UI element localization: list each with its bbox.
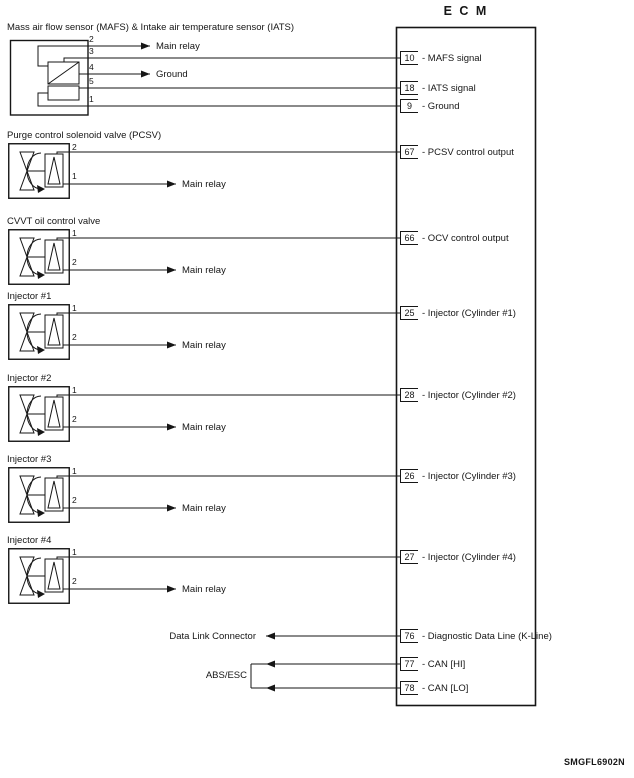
comm-wires	[251, 635, 402, 689]
cvvt-bottom-pin: 2	[72, 257, 77, 267]
mafs-stub-wires	[88, 45, 150, 75]
pin-desc: - Injector (Cylinder #1)	[422, 307, 516, 319]
pin-number: 10	[400, 51, 418, 65]
pin-number: 28	[400, 388, 418, 402]
pcsv-bottom-pin: 1	[72, 171, 77, 181]
device-label-pcsv: Purge control solenoid valve (PCSV)	[7, 130, 162, 141]
mafs-main-relay-label: Main relay	[156, 41, 200, 52]
main-relay-wires	[70, 183, 176, 590]
injector2-main-relay-label: Main relay	[182, 422, 226, 433]
cvvt-symbol	[8, 229, 71, 285]
pin-number: 9	[400, 99, 418, 113]
ecm-pin-76: 76 - Diagnostic Data Line (K-Line)	[400, 629, 552, 643]
mafs-pin-4: 4	[89, 62, 94, 72]
injector2-bottom-pin: 2	[72, 414, 77, 424]
ecm-pin-66: 66 - OCV control output	[400, 231, 509, 245]
pin-number: 26	[400, 469, 418, 483]
cvvt-top-pin: 1	[72, 228, 77, 238]
arrowheads-left	[266, 632, 275, 692]
ecm-pin-9: 9 - Ground	[400, 99, 460, 113]
ecm-pin-10: 10 - MAFS signal	[400, 51, 482, 65]
data-link-connector-label: Data Link Connector	[169, 631, 256, 642]
mafs-pin-2: 2	[89, 34, 94, 44]
ecm-title: E C M	[443, 4, 489, 18]
ecm-pin-78: 78 - CAN [LO]	[400, 681, 468, 695]
device-label-cvvt: CVVT oil control valve	[7, 216, 101, 227]
pin-desc: - OCV control output	[422, 232, 509, 244]
pin-number: 67	[400, 145, 418, 159]
pin-desc: - Ground	[422, 100, 460, 112]
injector1-bottom-pin: 2	[72, 332, 77, 342]
injector1-symbol	[8, 304, 71, 360]
pin-desc: - PCSV control output	[422, 146, 514, 158]
arrowheads-right	[141, 42, 176, 593]
device-label-injector2: Injector #2	[7, 373, 52, 384]
cvvt-main-relay-label: Main relay	[182, 265, 226, 276]
injector4-main-relay-label: Main relay	[182, 584, 226, 595]
injector3-top-pin: 1	[72, 466, 77, 476]
injector3-bottom-pin: 2	[72, 495, 77, 505]
mafs-symbol	[9, 39, 89, 116]
mafs-ground-label: Ground	[156, 69, 188, 80]
pin-desc: - CAN [LO]	[422, 682, 469, 694]
mafs-pin-3: 3	[89, 46, 94, 56]
injector3-main-relay-label: Main relay	[182, 503, 226, 514]
pin-number: 25	[400, 306, 418, 320]
wires-to-ecm	[70, 57, 402, 558]
figure-code: SMGFL6902N	[563, 757, 625, 767]
device-label-injector4: Injector #4	[7, 535, 52, 546]
ecm-pin-18: 18 - IATS signal	[400, 81, 476, 95]
ecm-pin-25: 25 - Injector (Cylinder #1)	[400, 306, 516, 320]
injector3-symbol	[8, 467, 71, 523]
sensor-diagonal	[47, 61, 80, 85]
pcsv-main-relay-label: Main relay	[182, 179, 226, 190]
ecm-pin-67: 67 - PCSV control output	[400, 145, 514, 159]
device-label-injector3: Injector #3	[7, 454, 52, 465]
pin-desc: - CAN [HI]	[422, 658, 466, 670]
injector4-bottom-pin: 2	[72, 576, 77, 586]
pin-number: 27	[400, 550, 418, 564]
pin-desc: - Injector (Cylinder #2)	[422, 389, 516, 401]
pin-desc: - Diagnostic Data Line (K-Line)	[422, 630, 552, 642]
pin-desc: - Injector (Cylinder #4)	[422, 551, 516, 563]
ecm-box	[395, 26, 537, 707]
device-label-injector1: Injector #1	[7, 291, 52, 302]
mafs-pin-5: 5	[89, 76, 94, 86]
abs-esc-label: ABS/ESC	[205, 670, 247, 681]
injector4-top-pin: 1	[72, 547, 77, 557]
injector4-symbol	[8, 548, 71, 604]
injector2-symbol	[8, 386, 71, 442]
mafs-pin-1: 1	[89, 94, 94, 104]
injector1-top-pin: 1	[72, 303, 77, 313]
pcsv-symbol	[8, 143, 71, 199]
ecm-pin-27: 27 - Injector (Cylinder #4)	[400, 550, 516, 564]
pin-number: 66	[400, 231, 418, 245]
pin-number: 78	[400, 681, 418, 695]
pin-desc: - Injector (Cylinder #3)	[422, 470, 516, 482]
ecm-pin-28: 28 - Injector (Cylinder #2)	[400, 388, 516, 402]
pin-number: 18	[400, 81, 418, 95]
injector2-top-pin: 1	[72, 385, 77, 395]
pin-number: 76	[400, 629, 418, 643]
pin-desc: - IATS signal	[422, 82, 476, 94]
ecm-pin-26: 26 - Injector (Cylinder #3)	[400, 469, 516, 483]
pin-desc: - MAFS signal	[422, 52, 482, 64]
pin-number: 77	[400, 657, 418, 671]
injector1-main-relay-label: Main relay	[182, 340, 226, 351]
pcsv-top-pin: 2	[72, 142, 77, 152]
ecm-pin-77: 77 - CAN [HI]	[400, 657, 465, 671]
mafs-label: Mass air flow sensor (MAFS) & Intake air…	[7, 22, 295, 33]
